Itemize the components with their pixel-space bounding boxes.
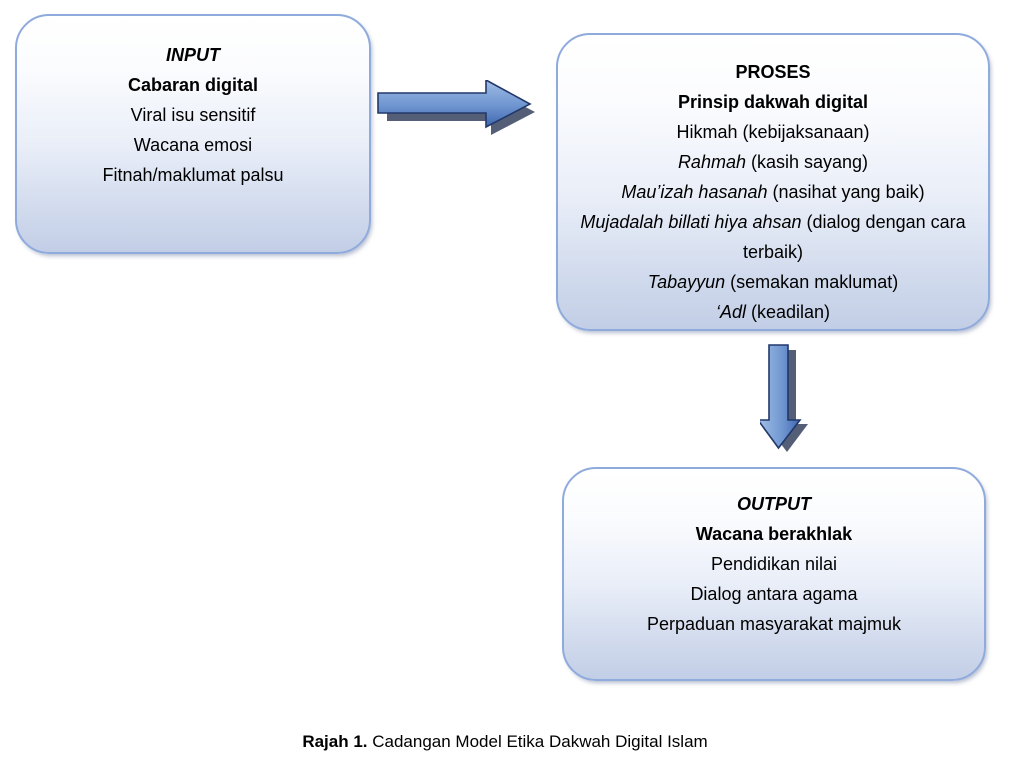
principle-term: ‘Adl (715, 302, 746, 322)
node-proses-subheading: Prinsip dakwah digital (677, 92, 869, 112)
node-proses-content: PROSES Prinsip dakwah digital Hikmah (ke… (558, 57, 988, 327)
node-proses-item: Rahmah (kasih sayang) (568, 147, 978, 177)
node-input: INPUT Cabaran digital Viral isu sensitif… (15, 14, 371, 254)
node-output-content: OUTPUT Wacana berakhlak Pendidikan nilai… (564, 489, 984, 639)
node-proses-item: Tabayyun (semakan maklumat) (568, 267, 978, 297)
connector-input-to-proses (374, 78, 536, 136)
principle-term: Mujadalah billati hiya ahsan (580, 212, 802, 232)
node-output-subheading: Wacana berakhlak (695, 524, 853, 544)
node-output-item: Dialog antara agama (690, 584, 858, 604)
principle-gloss: (kasih sayang) (745, 152, 869, 172)
principle-term: Mau’izah hasanah (621, 182, 768, 202)
figure-caption-label: Rajah 1. (302, 732, 368, 751)
node-input-heading: INPUT (166, 45, 220, 65)
figure-caption-text: Cadangan Model Etika Dakwah Digital Isla… (367, 732, 708, 751)
connector-proses-to-output (756, 344, 812, 456)
node-proses-item: Mujadalah billati hiya ahsan (dialog den… (568, 207, 978, 267)
principle-gloss: (dialog dengan cara terbaik) (742, 212, 966, 262)
node-proses-item: Mau’izah hasanah (nasihat yang baik) (568, 177, 978, 207)
principle-term: Hikmah (676, 122, 738, 142)
node-output-item: Pendidikan nilai (710, 554, 838, 574)
node-input-subheading: Cabaran digital (127, 75, 259, 95)
principle-gloss: (nasihat yang baik) (767, 182, 925, 202)
node-proses: PROSES Prinsip dakwah digital Hikmah (ke… (556, 33, 990, 331)
figure-caption: Rajah 1. Cadangan Model Etika Dakwah Dig… (0, 730, 1010, 754)
node-output-heading: OUTPUT (737, 494, 811, 514)
principle-term: Rahmah (677, 152, 746, 172)
node-proses-item: ‘Adl (keadilan) (568, 297, 978, 327)
node-input-content: INPUT Cabaran digital Viral isu sensitif… (17, 40, 369, 190)
node-input-item: Wacana emosi (133, 135, 253, 155)
node-proses-heading: PROSES (735, 62, 811, 82)
node-input-item: Viral isu sensitif (130, 105, 256, 125)
node-proses-item: Hikmah (kebijaksanaan) (568, 117, 978, 147)
node-input-item: Fitnah/maklumat palsu (102, 165, 284, 185)
node-output-item: Perpaduan masyarakat majmuk (646, 614, 902, 634)
principle-term: Tabayyun (647, 272, 726, 292)
right-arrow-icon (377, 78, 535, 135)
principle-gloss: (semakan maklumat) (725, 272, 899, 292)
principle-gloss: (keadilan) (745, 302, 831, 322)
principle-gloss: (kebijaksanaan) (737, 122, 870, 142)
down-arrow-icon (756, 344, 808, 452)
node-output: OUTPUT Wacana berakhlak Pendidikan nilai… (562, 467, 986, 681)
